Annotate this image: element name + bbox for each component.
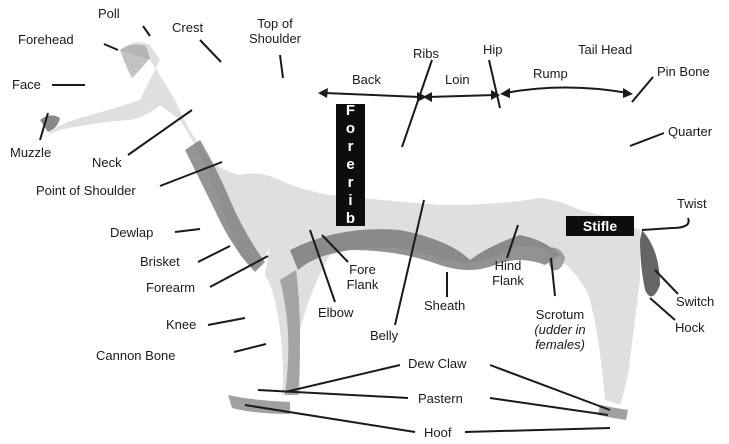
label-pin-bone: Pin Bone: [657, 64, 710, 79]
label-point-of-shoulder: Point of Shoulder: [36, 183, 136, 198]
hock-leader-line: [650, 298, 675, 320]
label-twist: Twist: [677, 196, 707, 211]
hoof-leader-line-rear: [465, 428, 610, 432]
dew-claw-leader-line-rear: [490, 365, 610, 410]
crest-leader-line: [200, 40, 221, 62]
label-forerib: Forerib: [343, 102, 358, 228]
label-brisket: Brisket: [140, 254, 180, 269]
forearm-leader-line: [210, 256, 268, 287]
label-ribs: Ribs: [413, 46, 439, 61]
knee-leader-line: [208, 318, 245, 325]
top-of-shoulder-leader-line: [280, 55, 283, 78]
label-muzzle: Muzzle: [10, 145, 51, 160]
rump-arrow-head-right: [623, 88, 633, 98]
label-poll: Poll: [98, 6, 120, 21]
label-hip: Hip: [483, 42, 503, 57]
quarter-leader-line: [630, 133, 664, 146]
label-hind-flank: Hind Flank: [484, 258, 532, 288]
label-forehead: Forehead: [18, 32, 74, 47]
label-cannon-bone: Cannon Bone: [96, 348, 176, 363]
label-hoof: Hoof: [424, 425, 451, 440]
label-hock: Hock: [675, 320, 705, 335]
hoof-leader-line-front: [245, 405, 415, 432]
label-scrotum: Scrotum: [522, 307, 598, 322]
poll-leader-line: [143, 26, 150, 36]
topline-arrows: [318, 88, 633, 103]
label-dewlap: Dewlap: [110, 225, 153, 240]
twist-leader-line: [642, 218, 689, 230]
label-fore-flank: Fore Flank: [340, 262, 385, 292]
rump-arrow: [505, 88, 628, 94]
loin-arrow: [428, 95, 495, 97]
label-pastern: Pastern: [418, 391, 463, 406]
label-dew-claw: Dew Claw: [408, 356, 467, 371]
pin-bone-leader-line: [632, 77, 653, 102]
label-rump: Rump: [533, 66, 568, 81]
hip-leader-line: [489, 60, 500, 108]
loin-arrow-head-left: [423, 92, 432, 102]
label-elbow: Elbow: [318, 305, 353, 320]
rump-arrow-head-left: [500, 88, 510, 98]
label-switch: Switch: [676, 294, 714, 309]
cannon-bone-leader-line: [234, 344, 266, 352]
forehead-leader-line: [104, 44, 118, 50]
label-forearm: Forearm: [146, 280, 195, 295]
pastern-leader-line-front: [258, 390, 408, 398]
label-sheath: Sheath: [424, 298, 465, 313]
back-arrow-head-left: [318, 88, 328, 98]
back-arrow: [325, 93, 420, 97]
label-crest: Crest: [172, 20, 203, 35]
label-top-of-shoulder: Top of Shoulder: [240, 16, 310, 46]
label-stifle: Stifle: [566, 216, 634, 236]
brisket-leader-line: [198, 246, 230, 262]
label-loin: Loin: [445, 72, 470, 87]
label-neck: Neck: [92, 155, 122, 170]
head-shading: [120, 45, 150, 78]
label-face: Face: [12, 77, 41, 92]
label-quarter: Quarter: [668, 124, 712, 139]
ribs-leader-line: [402, 60, 432, 147]
label-belly: Belly: [370, 328, 398, 343]
label-back: Back: [352, 72, 381, 87]
label-knee: Knee: [166, 317, 196, 332]
dew-claw-leader-line-front: [285, 365, 400, 392]
tail-switch-shading: [640, 230, 660, 296]
dewlap-leader-line: [175, 229, 200, 232]
forerib-label-box: Forerib: [336, 104, 365, 226]
label-scrotum-note: (udder in females): [522, 322, 598, 352]
pastern-leader-line-rear: [490, 398, 608, 415]
label-tail-head: Tail Head: [578, 42, 632, 57]
